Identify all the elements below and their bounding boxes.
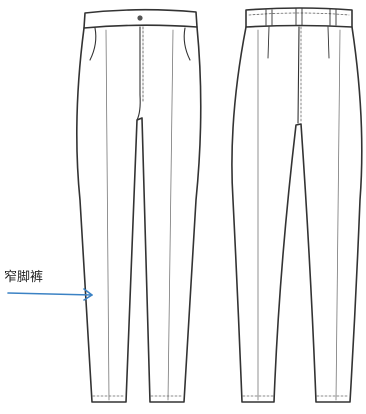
front-view-trousers [76,8,202,403]
front-right-crease [167,29,174,401]
front-left-pocket [89,27,97,61]
waist-button [137,15,143,21]
front-right-pocket [183,27,191,61]
back-view-trousers [231,7,363,403]
pointer-arrow [7,288,93,301]
back-trouser-outline [231,26,363,403]
front-trouser-outline [76,26,202,403]
front-left-crease [105,29,110,401]
narrow-leg-trousers-label: 窄脚裤 [4,270,44,285]
back-belt-loops [265,7,337,26]
front-fly [136,26,141,121]
back-center-seam [297,26,300,124]
back-darts [267,26,330,59]
